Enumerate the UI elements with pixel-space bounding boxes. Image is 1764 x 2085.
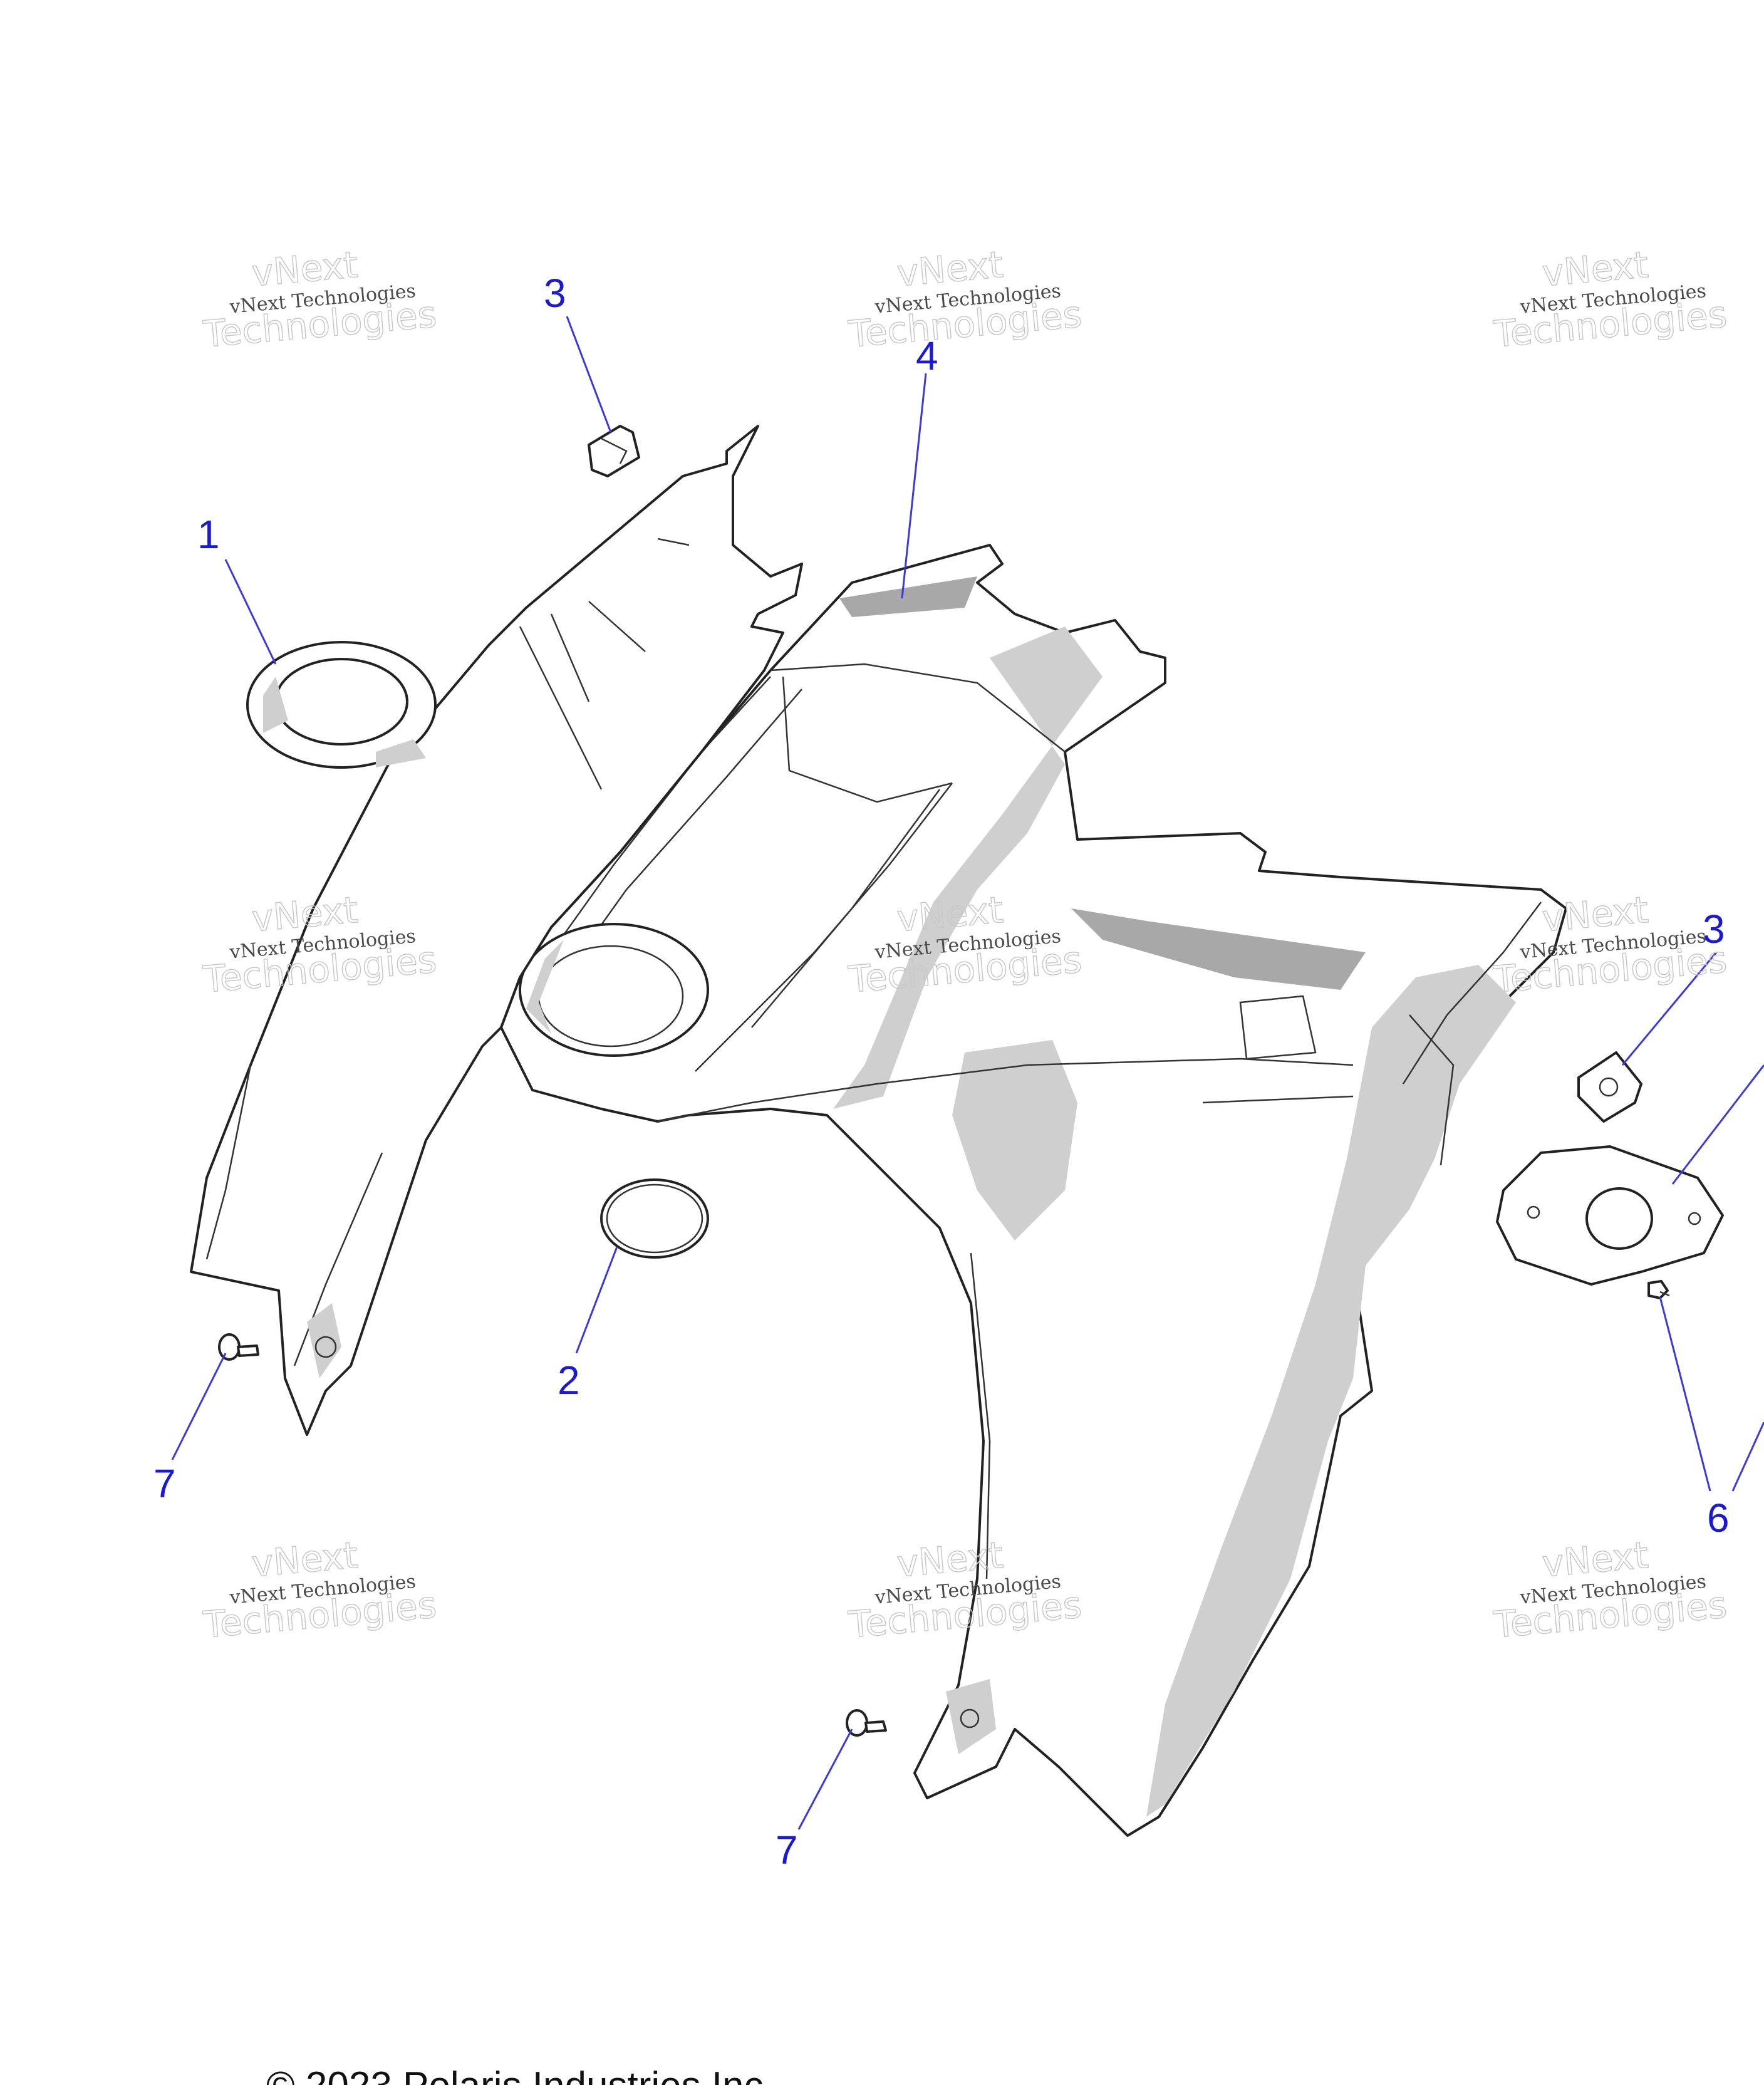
callout-7-bottom: 7 [776,1828,798,1873]
part-2-o-ring [600,1178,709,1259]
watermark-vnext: vNext [250,888,360,940]
watermark-tc: vNext Technologies vNext Technologies [846,242,1084,356]
watermark-br: vNext Technologies vNext Technologies [1492,1533,1730,1646]
callout-1: 1 [197,512,220,557]
left-side-panel [190,425,803,1436]
watermark-tr: vNext Technologies vNext Technologies [1492,242,1730,356]
watermark-vnext: vNext [895,243,1005,295]
watermark-vnext: vNext [895,1534,1005,1586]
watermark-bl: vNext Technologies vNext Technologies [201,1533,439,1646]
part-6-screw [1647,1280,1670,1299]
leader-lines [171,316,1764,1830]
watermark-vnext: vNext [1540,888,1650,940]
watermark-vnext: vNext [895,888,1005,940]
callout-4: 4 [916,333,938,378]
part-3-clip-right [1577,1051,1642,1123]
callout-2: 2 [558,1358,580,1403]
callout-3-right: 3 [1703,907,1725,952]
part-6-flange-plate [1496,1145,1724,1286]
callout-7-left: 7 [153,1461,176,1506]
watermark-vnext: vNext [1540,1534,1650,1586]
copyright-footer: © 2023 Polaris Industries Inc. [266,2064,774,2085]
callout-3-top: 3 [544,271,566,316]
front-shroud-panel [500,544,1567,1837]
watermark-vnext: vNext [1540,243,1650,295]
watermark-tl: vNext Technologies vNext Technologies [201,242,439,356]
part-7-rivet-left [218,1333,259,1361]
watermark-vnext: vNext [250,1534,360,1586]
part-7-rivet-bottom [846,1709,887,1737]
watermark-vnext: vNext [250,243,360,295]
part-3-clip-top [588,425,640,477]
callout-6: 6 [1707,1495,1730,1541]
part-1-grommet [246,641,437,769]
